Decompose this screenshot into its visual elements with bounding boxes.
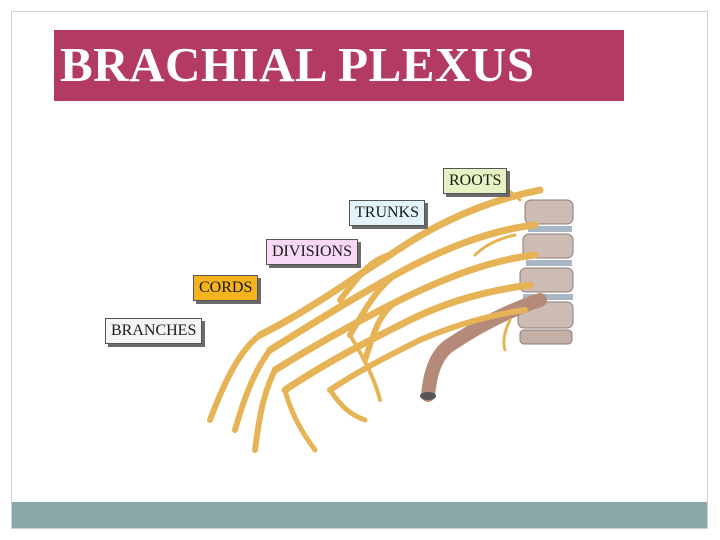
branches-label: BRANCHES	[105, 318, 203, 344]
trunks-label: TRUNKS	[349, 200, 426, 226]
title-bar	[54, 30, 624, 101]
brachial-plexus-illustration	[207, 180, 574, 453]
footer-bar	[12, 502, 707, 528]
divisions-label: DIVISIONS	[266, 239, 358, 265]
cords-label: CORDS	[193, 275, 259, 301]
vertebral-column	[517, 199, 574, 345]
roots-label: ROOTS	[443, 168, 508, 194]
slide-frame	[11, 11, 708, 529]
slide-title: BRACHIAL PLEXUS	[60, 37, 535, 92]
